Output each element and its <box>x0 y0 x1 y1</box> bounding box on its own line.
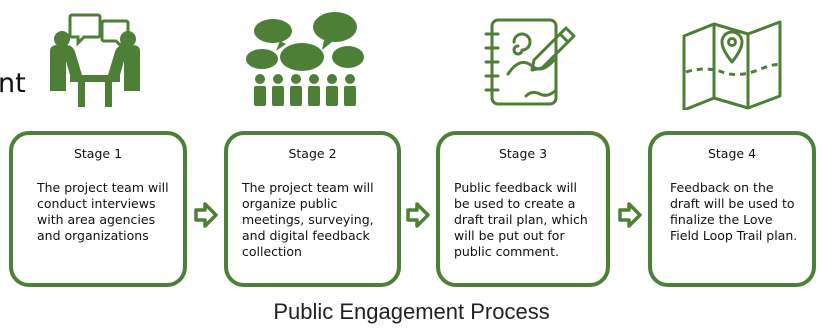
interview-icon <box>50 13 140 107</box>
stage-3-card: Stage 3 Public feedback will be used to … <box>436 131 610 287</box>
stage-4-description: Feedback on the draft will be used to fi… <box>670 180 798 243</box>
right-arrow-icon <box>194 202 218 228</box>
stage-2-title: Stage 2 <box>288 146 337 161</box>
partial-heading: nt <box>0 68 26 99</box>
stage-4-card: Stage 4 Feedback on the draft will be us… <box>648 131 816 287</box>
trail-map-icon <box>682 20 782 110</box>
diagram-title: Public Engagement Process <box>273 299 550 324</box>
right-arrow-icon <box>406 202 430 228</box>
stage-1-title: Stage 1 <box>73 146 123 161</box>
group-meeting-icon <box>246 12 364 106</box>
stage-1-card: Stage 1 The project team will conduct in… <box>9 131 187 287</box>
stage-2-description: The project team will organize public me… <box>242 180 374 259</box>
right-arrow-icon <box>618 202 642 228</box>
draft-plan-icon <box>484 18 576 106</box>
stage-1-description: The project team will conduct interviews… <box>37 180 169 243</box>
stage-2-card: Stage 2 The project team will organize p… <box>224 131 401 287</box>
stage-4-title: Stage 4 <box>707 146 757 161</box>
stage-3-description: Public feedback will be used to create a… <box>454 180 588 259</box>
stage-3-title: Stage 3 <box>498 146 548 161</box>
